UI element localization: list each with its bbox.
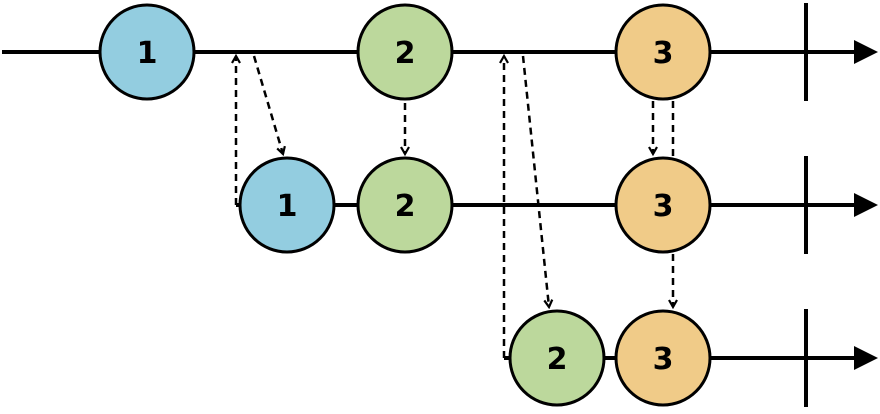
marble-circle — [508, 309, 606, 407]
marble-green: 2 — [508, 309, 606, 407]
connectors — [236, 56, 673, 358]
marble-blue: 1 — [238, 156, 336, 254]
marble-orange: 3 — [614, 3, 712, 101]
emit-arrow — [521, 55, 549, 307]
timeline-arrowhead — [854, 40, 878, 64]
marble-label: 3 — [653, 189, 674, 224]
marble-blue: 1 — [98, 3, 196, 101]
marble-green: 2 — [356, 156, 454, 254]
marble-label: 2 — [395, 36, 416, 71]
marbles: 1 2 3 1 2 3 2 3 — [98, 3, 712, 407]
timeline-arrowhead — [854, 193, 878, 217]
marble-label: 3 — [653, 36, 674, 71]
marble-circle — [614, 3, 712, 101]
marble-label: 1 — [277, 189, 298, 224]
marble-green: 2 — [356, 3, 454, 101]
marble-circle — [614, 156, 712, 254]
marble-circle — [238, 156, 336, 254]
marble-label: 2 — [547, 342, 568, 377]
marble-label: 2 — [395, 189, 416, 224]
marble-circle — [98, 3, 196, 101]
timeline-arrowhead — [854, 346, 878, 370]
marble-label: 1 — [137, 36, 158, 71]
timeline-output-1 — [236, 156, 878, 254]
emit-arrow — [252, 55, 283, 154]
marble-label: 3 — [653, 342, 674, 377]
marble-orange: 3 — [614, 156, 712, 254]
marble-circle — [356, 3, 454, 101]
marble-circle — [356, 156, 454, 254]
marble-circle — [614, 309, 712, 407]
marble-orange: 3 — [614, 309, 712, 407]
